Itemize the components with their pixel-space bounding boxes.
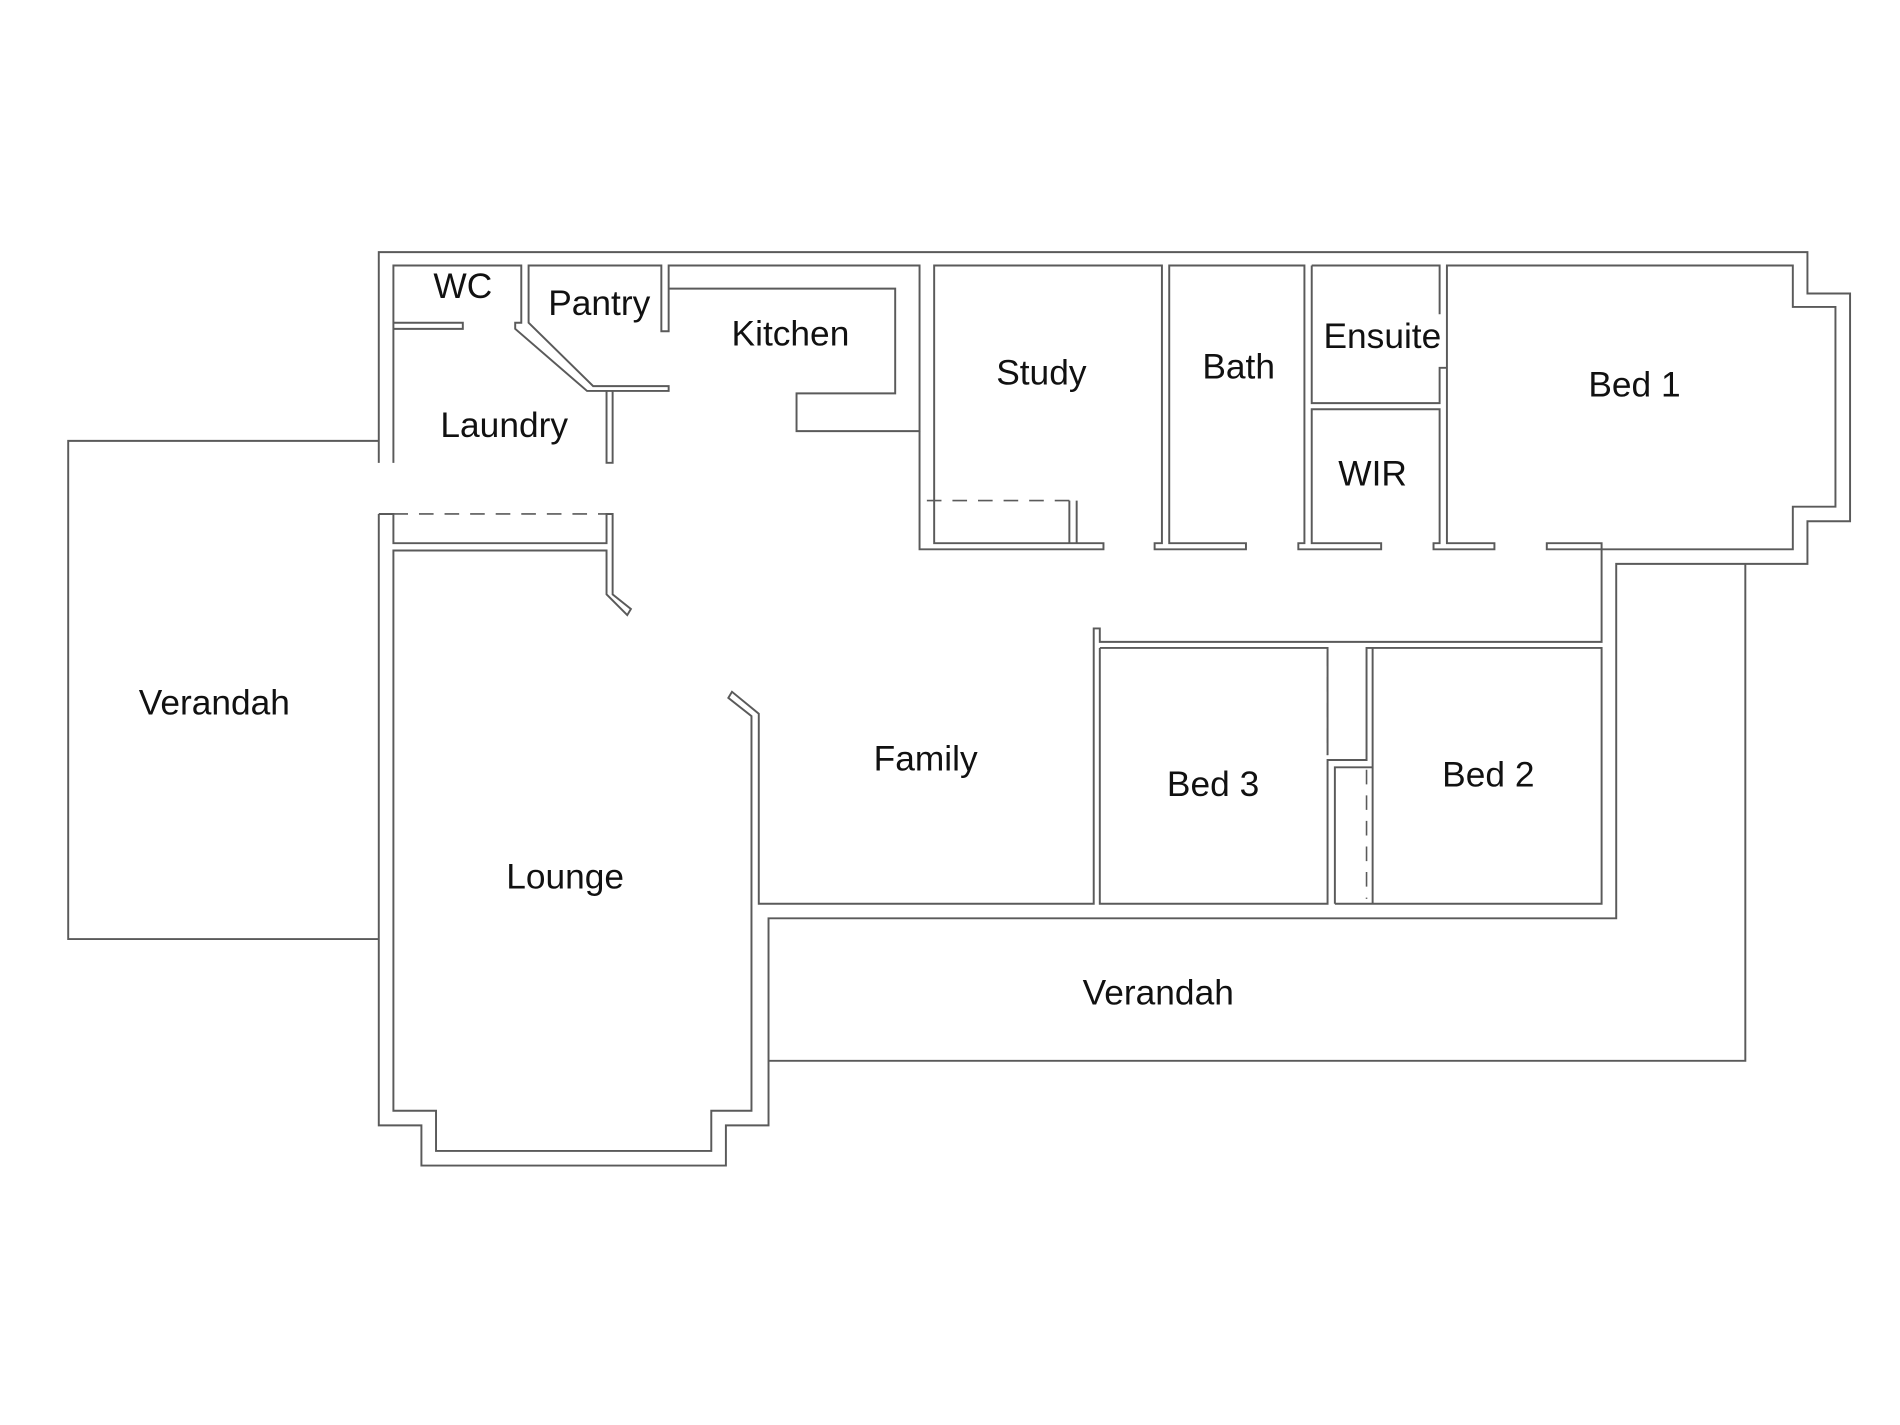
wc-wall [392, 264, 921, 463]
laundry-wall [605, 390, 614, 464]
label-kitchen: Kitchen [732, 314, 850, 353]
north-rooms-wall [378, 264, 1837, 1152]
label-bed1: Bed 1 [1588, 366, 1680, 405]
label-wir: WIR [1338, 455, 1407, 494]
label-ensuite: Ensuite [1323, 317, 1441, 356]
room-labels: WC Pantry Kitchen Study Bath Ensuite Bed… [139, 267, 1681, 1012]
label-lounge: Lounge [506, 858, 624, 897]
label-pantry: Pantry [548, 284, 650, 323]
west-verandah-outline [67, 439, 379, 941]
label-bath: Bath [1202, 347, 1275, 386]
label-bed2: Bed 2 [1442, 755, 1534, 794]
outer-wall [377, 251, 1852, 1167]
study-robe [1068, 500, 1078, 544]
label-verandah-south: Verandah [1083, 973, 1234, 1012]
label-laundry: Laundry [440, 406, 568, 445]
wc-partition [393, 321, 464, 330]
walls [67, 251, 1852, 1167]
label-verandah-west: Verandah [139, 684, 290, 723]
label-bed3: Bed 3 [1167, 765, 1259, 804]
south-verandah-outline [768, 563, 1747, 1062]
ensuite-wall [1310, 264, 1447, 405]
label-study: Study [996, 353, 1087, 392]
label-wc: WC [433, 267, 492, 306]
bed2-wall [1333, 646, 1603, 905]
label-family: Family [874, 740, 978, 779]
bed3-wall [1098, 646, 1374, 905]
